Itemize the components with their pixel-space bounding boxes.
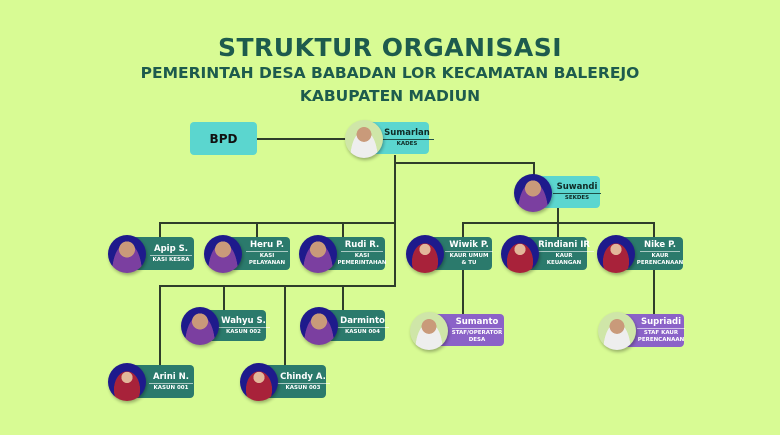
person-name: Arini N. [149,372,193,384]
connector [257,138,357,140]
connector [342,285,344,310]
avatar [299,235,337,273]
connector [462,222,654,224]
person-role: KASI KESRA [152,256,190,263]
person-role: KASUN 001 [153,384,189,391]
person-role: STAF KAUR PERENCANAAN [637,330,685,343]
avatar [410,312,448,350]
connector [533,162,535,176]
connector [394,155,396,287]
person-role: KASI PELAYANAN [248,253,286,266]
person-role: KASUN 004 [345,328,380,335]
person-role: STAF/OPERATOR DESA [451,329,503,343]
person-name: Darminto [336,316,389,328]
connector [159,285,395,287]
connector [159,222,395,224]
person-role: KAUR PERENCANAAN [636,253,684,266]
avatar [204,235,242,273]
person-role: KADES [396,141,418,147]
connector [342,222,344,238]
connector [159,285,161,365]
person-role: KAUR UMUM & TU [449,253,489,266]
bpd-box: BPD [190,122,257,155]
connector [256,222,258,238]
person-name: Rindiani IR [534,240,594,252]
person-role: KASUN 003 [285,384,321,391]
avatar [598,312,636,350]
connector [159,222,161,238]
subtitle: PEMERINTAH DESA BABADAN LOR KECAMATAN BA… [140,64,640,82]
avatar [108,235,146,273]
avatar [300,307,338,345]
connector [284,285,286,365]
person-name: Nike P. [639,240,681,252]
person-name: Wahyu S. [217,316,270,328]
avatar [514,174,552,212]
page-title: STRUKTUR ORGANISASI [217,33,563,62]
subtitle-region: KABUPATEN MADIUN [299,87,481,105]
person-name: Wiwik P. [445,240,493,252]
person-role: KASI PEMERINTAHAN [337,253,387,266]
avatar [501,235,539,273]
person-role: KAUR KEUANGAN [546,253,582,266]
avatar [406,235,444,273]
avatar [108,363,146,401]
avatar [597,235,635,273]
person-name: Supriadi [636,317,686,329]
avatar [345,120,383,158]
person-name: Heru P. [246,240,288,252]
person-name: Sumarlan [380,128,434,140]
person-name: Suwandi [552,182,602,194]
connector [394,162,534,164]
person-name: Sumanto [451,317,503,329]
person-name: Chindy A. [276,372,330,384]
connector [223,285,225,310]
avatar [240,363,278,401]
person-role: KASUN 002 [226,328,261,335]
person-name: Apip S. [150,244,192,256]
person-role: SEKDES [564,195,590,201]
avatar [181,307,219,345]
person-name: Rudi R. [340,240,384,252]
